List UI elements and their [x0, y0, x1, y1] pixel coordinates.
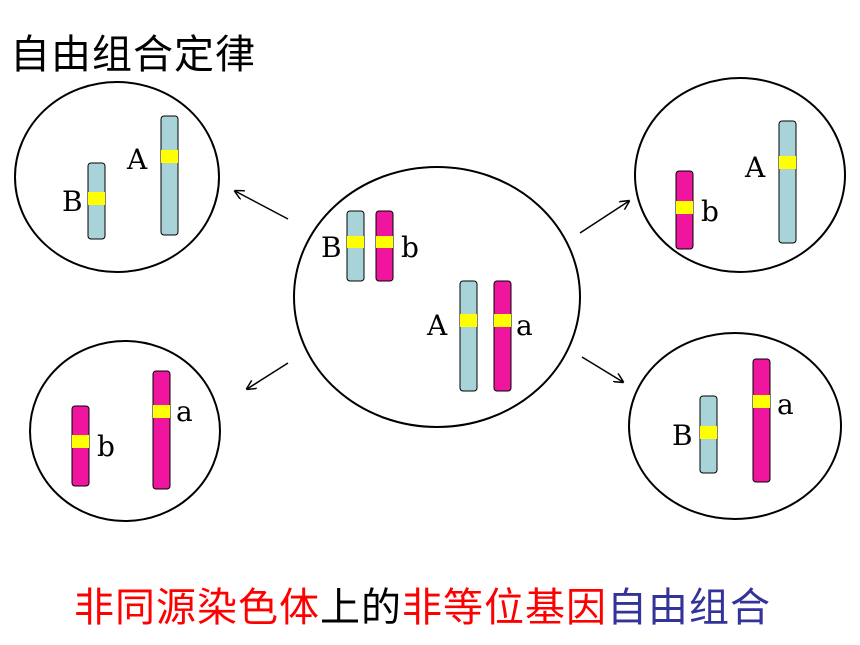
arrow-to-top-left [235, 191, 289, 220]
chromosome-A-light [160, 115, 179, 236]
gene-label: a [176, 395, 193, 428]
gene-label: A [426, 309, 448, 342]
gamete-membrane [634, 77, 846, 273]
gene-label: b [401, 231, 419, 264]
gamete-BA: B A [14, 81, 220, 273]
caption: 非同源染色体上的非等位基因自由组合 [74, 575, 771, 633]
chromosome-a-dark [152, 370, 171, 490]
arrow-to-top-right [579, 201, 629, 234]
chromosome-a-dark [752, 358, 771, 483]
chromosome-b-dark [675, 170, 694, 250]
caption-part-free-combination: 自由组合 [607, 585, 771, 631]
chromosome-b-dark [375, 210, 394, 282]
gamete-membrane [628, 332, 842, 520]
chromosome-B-light [346, 210, 365, 282]
gamete-membrane [14, 81, 220, 273]
arrow-to-bottom-right [581, 356, 623, 382]
gamete-Ba: B a [628, 332, 842, 520]
chromosome-b-dark [71, 405, 90, 487]
arrow-to-bottom-left [247, 362, 289, 389]
gene-label: A [744, 151, 766, 184]
gene-label: B [321, 231, 342, 264]
caption-part-on: 上的 [320, 585, 402, 631]
gene-label: b [97, 430, 115, 463]
gene-label: B [62, 185, 83, 218]
caption-part-nonhomologous: 非同源染色体 [74, 585, 320, 631]
chromosome-A-light [459, 280, 478, 392]
chromosome-a-dark [493, 280, 512, 392]
gene-label: a [516, 309, 533, 342]
caption-part-nonallelic: 非等位基因 [402, 585, 607, 631]
gene-label: A [126, 143, 148, 176]
gene-label: b [701, 195, 719, 228]
gamete-ba: b a [29, 340, 221, 522]
chromosome-B-light [87, 162, 106, 240]
gene-label: B [672, 419, 693, 452]
gamete-membrane [29, 340, 221, 522]
parent-cell-membrane [293, 166, 581, 428]
chromosome-A-light [778, 120, 797, 244]
gene-label: a [777, 388, 794, 421]
gamete-bA: b A [634, 77, 846, 273]
parent-cell: B b A a [293, 166, 581, 428]
page-title: 自由组合定律 [10, 32, 256, 78]
chromosome-B-light [699, 395, 718, 474]
